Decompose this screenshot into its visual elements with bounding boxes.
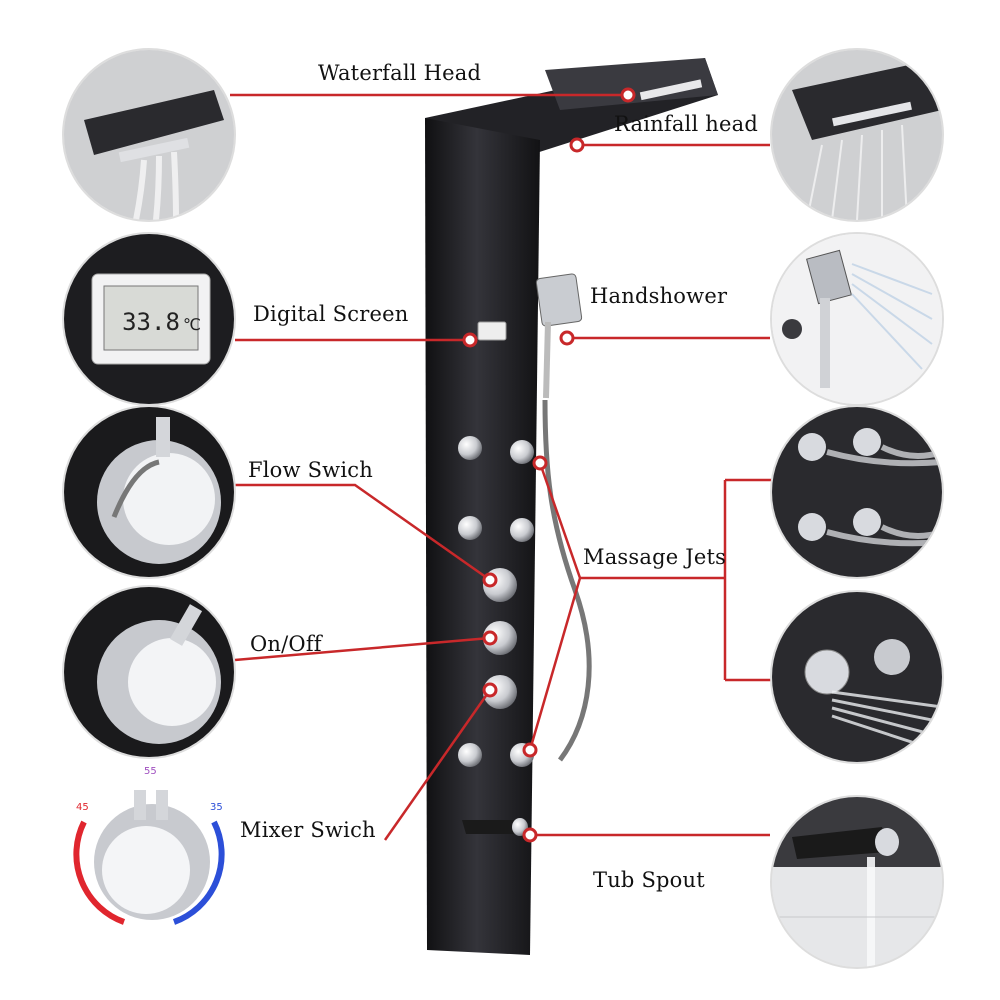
label-flow-switch: Flow Swich <box>248 458 373 482</box>
detail-massage-jets-1 <box>770 405 944 579</box>
label-digital-screen: Digital Screen <box>253 302 409 326</box>
dial-mark-45: 45 <box>76 802 89 813</box>
detail-flow-switch <box>62 405 236 579</box>
detail-mixer-switch: 45 55 35 <box>62 760 236 934</box>
detail-tub-spout <box>770 795 944 969</box>
label-massage-jets: Massage Jets <box>583 545 727 569</box>
detail-massage-jets-2 <box>770 590 944 764</box>
screen-unit: ℃ <box>183 315 201 334</box>
dial-mark-35: 35 <box>210 802 223 813</box>
panel-screen <box>477 321 507 341</box>
label-waterfall-head: Waterfall Head <box>318 61 482 85</box>
dial-mark-55: 55 <box>144 766 157 777</box>
handshower-head <box>535 273 583 327</box>
detail-handshower <box>770 232 944 406</box>
label-handshower: Handshower <box>590 284 728 308</box>
label-rainfall-head: Rainfall head <box>614 112 758 136</box>
tub-spout-part <box>462 820 520 834</box>
label-tub-spout: Tub Spout <box>593 868 705 892</box>
label-on-off: On/Off <box>250 632 322 656</box>
knob-group <box>483 568 517 709</box>
label-mixer-switch: Mixer Swich <box>240 818 376 842</box>
screen-reading: 33.8 <box>122 308 180 336</box>
hose <box>542 399 592 762</box>
detail-waterfall <box>62 48 236 222</box>
detail-rainfall <box>770 48 944 222</box>
detail-digital-screen: 33.8 ℃ <box>62 232 236 406</box>
detail-on-off <box>62 585 236 759</box>
